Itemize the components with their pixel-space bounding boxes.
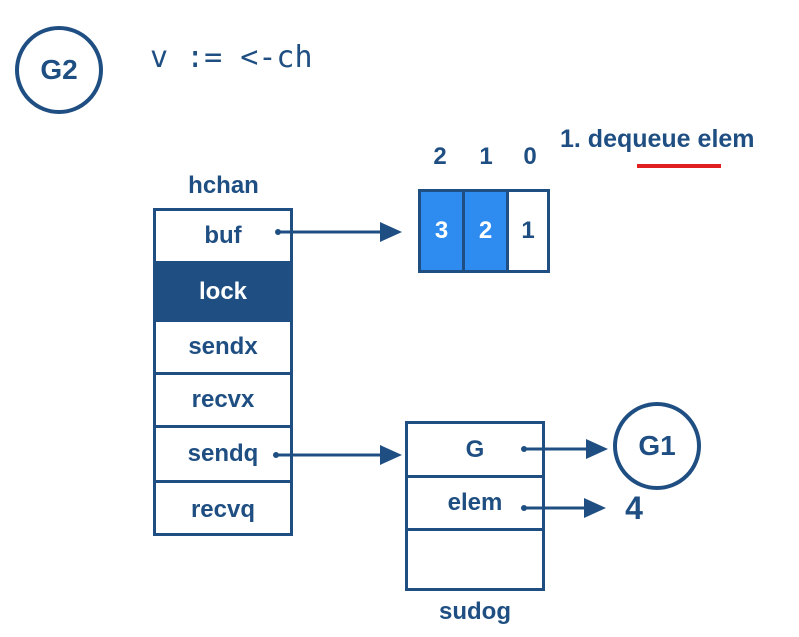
sudog-field-elem: elem	[408, 478, 542, 531]
sudog-struct: G elem	[405, 421, 545, 591]
buffer-index-2: 2	[433, 143, 447, 170]
arrow-origin-dot	[273, 452, 279, 458]
buffer-slot-2: 3	[421, 192, 465, 270]
step-underline	[637, 164, 721, 168]
hchan-title: hchan	[188, 172, 259, 199]
arrow-sendq-to-sudog	[276, 445, 402, 465]
hchan-field-label: sendq	[187, 440, 259, 467]
hchan-field-label: recvx	[191, 386, 255, 413]
arrow-buf-to-buffer	[278, 222, 402, 242]
arrow-origin-dot	[521, 446, 527, 452]
buffer-slot-value: 1	[521, 217, 535, 244]
buffer-slot-1: 2	[465, 192, 509, 270]
buffer-slot-value: 2	[478, 217, 493, 244]
hchan-field-label: lock	[198, 277, 248, 305]
goroutine-g1-circle: G1	[613, 402, 701, 490]
goroutine-g2-circle: G2	[15, 26, 103, 114]
sudog-field-g: G	[408, 424, 542, 478]
arrow-origin-dot	[275, 229, 281, 235]
hchan-field-sendq: sendq	[156, 428, 290, 483]
step-label: 1. dequeue elem	[560, 125, 755, 153]
arrow-elem-to-value	[524, 498, 606, 518]
arrow-origin-dot	[521, 505, 527, 511]
hchan-struct: buf lock sendx recvx sendq recvq	[153, 208, 293, 536]
hchan-field-recvq: recvq	[156, 483, 290, 536]
buffer-slot-value: 3	[434, 217, 449, 244]
hchan-field-label: buf	[204, 222, 242, 249]
sudog-field-label: G	[465, 435, 485, 463]
buffer-index-0: 0	[523, 143, 537, 170]
sudog-field-label: elem	[447, 489, 503, 516]
arrow-g-to-g1	[524, 439, 608, 459]
buffer-index-1: 1	[479, 143, 493, 170]
hchan-field-label: sendx	[188, 333, 258, 360]
receive-code: v := <-ch	[150, 40, 313, 75]
hchan-field-lock: lock	[156, 264, 290, 322]
goroutine-g2-label: G2	[40, 54, 78, 85]
goroutine-g1-label: G1	[638, 430, 676, 461]
sudog-title: sudog	[439, 598, 511, 625]
hchan-field-recvx: recvx	[156, 375, 290, 428]
channel-buffer: 3 2 1	[418, 189, 550, 273]
elem-value: 4	[625, 490, 643, 526]
hchan-field-label: recvq	[190, 495, 256, 523]
hchan-field-buf: buf	[156, 211, 290, 264]
buffer-slot-0: 1	[509, 192, 547, 270]
hchan-field-sendx: sendx	[156, 322, 290, 375]
